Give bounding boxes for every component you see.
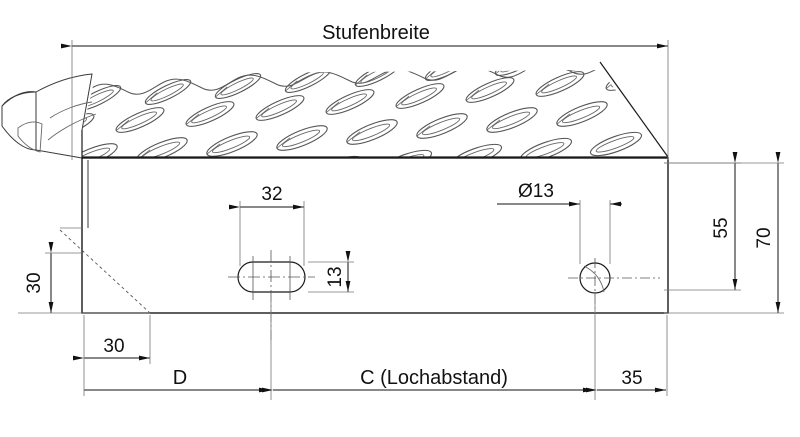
body-diagonal-fold bbox=[59, 229, 151, 314]
body-outline bbox=[81, 157, 669, 314]
plate-right-chamfer bbox=[599, 61, 669, 158]
checker-row bbox=[82, 70, 655, 139]
hole-diameter-label: Ø13 bbox=[518, 181, 554, 202]
checker-row bbox=[82, 70, 612, 111]
dimension-c-lochabstand: C (Lochabstand) bbox=[262, 300, 596, 400]
d-label: D bbox=[173, 367, 187, 389]
slot-height-label: 13 bbox=[325, 266, 346, 287]
dimension-stufenbreite: Stufenbreite bbox=[61, 22, 669, 160]
dimension-height-55: 55 bbox=[664, 152, 741, 291]
round-hole bbox=[568, 258, 660, 310]
height55-label: 55 bbox=[711, 217, 732, 238]
dimension-lip-depth-30: 30 bbox=[73, 315, 151, 364]
dimension-35: 35 bbox=[586, 315, 668, 396]
checker-row bbox=[82, 101, 608, 157]
c-label: C (Lochabstand) bbox=[360, 367, 508, 389]
stufenbreite-label: Stufenbreite bbox=[322, 22, 430, 44]
dimension-hole-diameter: Ø13 bbox=[497, 181, 622, 264]
lip-depth-label: 30 bbox=[103, 336, 124, 357]
plate-left-nose bbox=[1, 73, 97, 159]
step-body-front-face bbox=[59, 157, 669, 314]
dimension-d: D bbox=[83, 300, 272, 400]
checker-row bbox=[309, 131, 643, 157]
lip-height-label: 30 bbox=[24, 272, 45, 293]
dimension-height-70: 70 bbox=[664, 152, 784, 314]
checker-plate-top-face bbox=[1, 60, 669, 159]
dimension-slot-width: 32 bbox=[229, 184, 305, 266]
hole-inner-arc bbox=[583, 265, 605, 293]
checker-pattern bbox=[82, 70, 655, 157]
obround-slot bbox=[228, 250, 315, 340]
slot-width-label: 32 bbox=[261, 184, 282, 205]
height70-label: 70 bbox=[754, 227, 775, 248]
dim35-label: 35 bbox=[621, 368, 642, 389]
nose-stud bbox=[17, 121, 43, 153]
dimension-lip-height-30: 30 bbox=[18, 242, 150, 314]
dimension-slot-height: 13 bbox=[308, 251, 354, 293]
